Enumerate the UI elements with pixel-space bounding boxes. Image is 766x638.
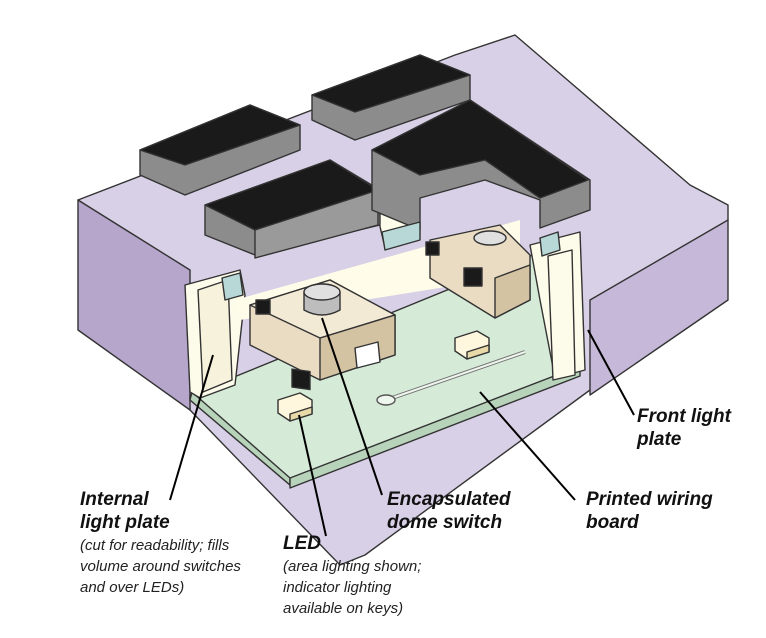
leader-lines — [169, 317, 635, 537]
led-front — [277, 392, 313, 422]
label-led: LED — [283, 533, 321, 554]
label-internal-light-plate: Internal light plate — [80, 489, 170, 533]
leader-internal-light-plate — [169, 354, 214, 501]
dome-switch-front — [249, 279, 396, 391]
key-cap-back-left — [139, 104, 301, 196]
key-cap-front-left — [204, 159, 381, 259]
label-encapsulated-dome-switch: Encapsulated dome switch — [387, 489, 511, 533]
note-led: (area lighting shown; indicator lighting… — [283, 558, 422, 617]
leader-printed-wiring-board — [479, 391, 576, 501]
dome-switch-back — [425, 224, 531, 319]
leader-led — [298, 414, 327, 537]
internal-wall-left — [197, 272, 244, 393]
label-front-light-plate: Front light plate — [637, 406, 731, 450]
key-cap-back-right — [311, 54, 471, 141]
note-internal-light-plate: (cut for readability; fills volume aroun… — [80, 537, 241, 596]
light-window — [381, 221, 576, 381]
key-cap-front-l-shaped — [371, 99, 591, 231]
leader-front-light-plate — [587, 329, 635, 416]
leader-dome-switch — [321, 317, 383, 496]
label-printed-wiring-board: Printed wiring board — [586, 489, 713, 533]
led-back — [454, 330, 490, 360]
circuit-trace — [376, 350, 526, 406]
